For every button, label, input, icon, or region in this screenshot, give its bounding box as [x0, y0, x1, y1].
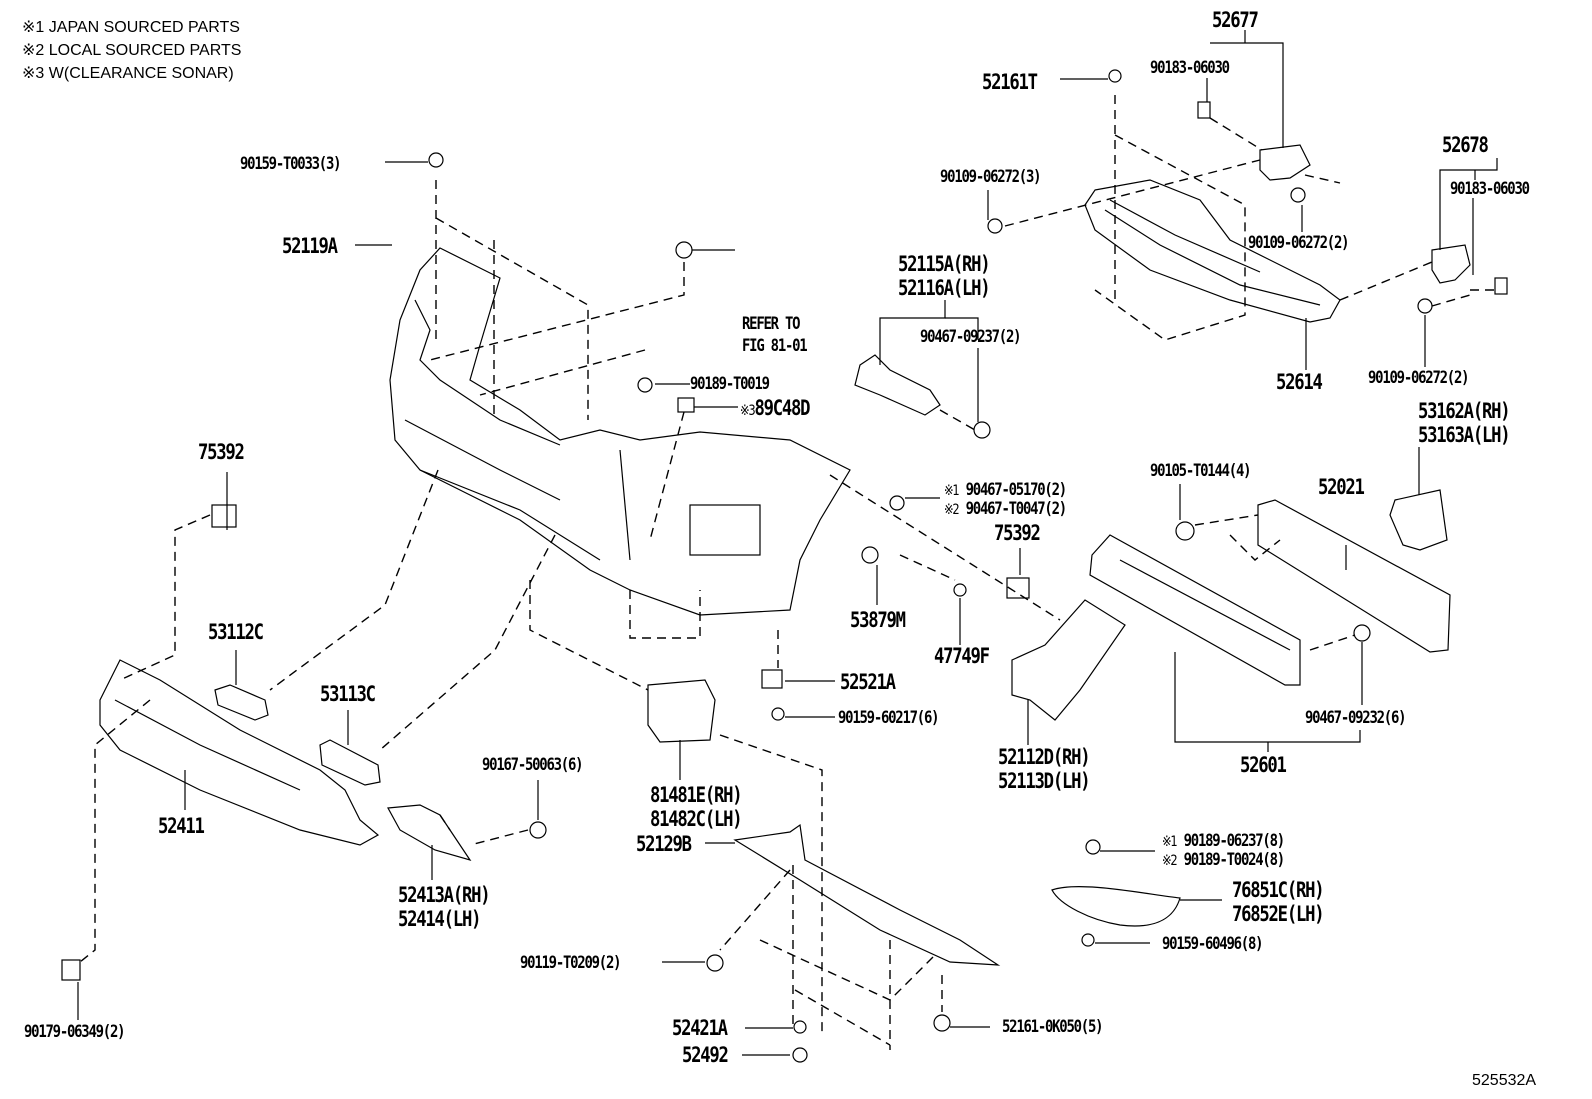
part-number: 90189-T0024(8) [1183, 850, 1286, 870]
callout-52119A[interactable]: 52119A [282, 234, 338, 258]
garnish-53112C [214, 684, 269, 721]
callout-52161-0K050[interactable]: 52161-0K050(5) [1002, 1017, 1104, 1037]
callout-52411[interactable]: 52411 [158, 814, 205, 838]
refer-fig-label[interactable]: FIG 81-01 [742, 336, 808, 356]
leader-lines [77, 30, 1498, 1056]
part-number: 90467-05170(2) [965, 480, 1068, 500]
callout-90467-09237[interactable]: 90467-09237(2) [920, 327, 1022, 347]
callout-90159-T0033[interactable]: 90159-T0033(3) [240, 154, 342, 174]
callout-52601[interactable]: 52601 [1240, 753, 1287, 777]
callout-52129B[interactable]: 52129B [636, 832, 692, 856]
grille-support-52614 [1084, 179, 1341, 323]
part-number: 89C48D [754, 396, 810, 420]
bracket-53162A [1389, 489, 1448, 551]
garnish-53113C [319, 739, 381, 786]
callout-90189-T0019[interactable]: 90189-T0019 [690, 374, 770, 394]
callout-52614[interactable]: 52614 [1276, 370, 1323, 394]
callout-52492[interactable]: 52492 [682, 1043, 729, 1067]
callout-90467-T0047[interactable]: ※2 90467-T0047(2) [944, 498, 1068, 521]
part-number: 90189-06237(8) [1183, 831, 1286, 851]
callout-52413A[interactable]: 52413A(RH) [398, 883, 491, 907]
callout-90467-09232[interactable]: 90467-09232(6) [1305, 708, 1407, 728]
callout-90189-T0024[interactable]: ※2 90189-T0024(8) [1162, 849, 1286, 872]
callout-75392-left[interactable]: 75392 [198, 440, 245, 464]
callout-52116A[interactable]: 52116A(LH) [898, 276, 991, 300]
callout-90183-06030-a[interactable]: 90183-06030 [1150, 58, 1230, 78]
note-mark: ※1 [22, 19, 45, 36]
callout-90109-06272-2b[interactable]: 90109-06272(2) [1368, 368, 1470, 388]
callout-90159-60496[interactable]: 90159-60496(8) [1162, 934, 1264, 954]
callout-81482C[interactable]: 81482C(LH) [650, 807, 743, 831]
bumper-reinforcement-52119A [389, 247, 851, 616]
sonar-cover-81481E [647, 679, 716, 743]
bracket-52678 [1431, 244, 1471, 284]
spoiler-52413A [387, 804, 472, 862]
note-clearance-sonar: ※3 W(CLEARANCE SONAR) [22, 62, 234, 85]
callout-53112C[interactable]: 53112C [208, 620, 264, 644]
footnote-mark: ※1 [944, 483, 960, 499]
callout-52113D[interactable]: 52113D(LH) [998, 769, 1091, 793]
callout-90105-T0144[interactable]: 90105-T0144(4) [1150, 461, 1252, 481]
footnote-mark: ※3 [740, 403, 756, 419]
callout-76852E[interactable]: 76852E(LH) [1232, 902, 1325, 926]
callout-89C48D[interactable]: ※389C48D [740, 396, 811, 423]
callout-52521A[interactable]: 52521A [840, 670, 896, 694]
callout-90159-60217[interactable]: 90159-60217(6) [838, 708, 940, 728]
energy-absorber-52601 [1089, 534, 1301, 686]
note-text: LOCAL SOURCED PARTS [48, 42, 242, 59]
callout-90109-06272-2a[interactable]: 90109-06272(2) [1248, 233, 1350, 253]
assembly-lines [79, 95, 1495, 1050]
callout-90189-06237[interactable]: ※1 90189-06237(8) [1162, 830, 1286, 853]
callout-81481E[interactable]: 81481E(RH) [650, 783, 743, 807]
bracket-52677 [1259, 144, 1311, 181]
note-mark: ※3 [22, 65, 45, 82]
callout-47749F[interactable]: 47749F [934, 644, 990, 668]
callout-75392-right[interactable]: 75392 [994, 521, 1041, 545]
under-cover-52129B [733, 823, 1001, 966]
callout-90167-50063[interactable]: 90167-50063(6) [482, 755, 584, 775]
footnote-mark: ※1 [1162, 834, 1178, 850]
note-japan-sourced: ※1 JAPAN SOURCED PARTS [22, 16, 240, 39]
callout-53163A[interactable]: 53163A(LH) [1418, 423, 1511, 447]
callout-53879M[interactable]: 53879M [850, 608, 906, 632]
callout-52112D[interactable]: 52112D(RH) [998, 745, 1091, 769]
callout-52677[interactable]: 52677 [1212, 8, 1259, 32]
callout-76851C[interactable]: 76851C(RH) [1232, 878, 1325, 902]
footnote-mark: ※2 [944, 502, 960, 518]
callout-52421A[interactable]: 52421A [672, 1016, 728, 1040]
callout-53162A[interactable]: 53162A(RH) [1418, 399, 1511, 423]
moulding-76851C [1051, 886, 1181, 927]
refer-to-label[interactable]: REFER TO [742, 314, 801, 334]
bracket-52115A [854, 354, 941, 416]
footnote-mark: ※2 [1162, 853, 1178, 869]
bumper-extension-52021 [1257, 499, 1451, 653]
callout-53113C[interactable]: 53113C [320, 682, 376, 706]
callout-90119-T0209[interactable]: 90119-T0209(2) [520, 953, 622, 973]
callout-52115A[interactable]: 52115A(RH) [898, 252, 991, 276]
lower-bumper-52411 [99, 659, 380, 846]
seal-52112D [1011, 599, 1126, 721]
callout-90467-05170[interactable]: ※1 90467-05170(2) [944, 479, 1068, 502]
note-mark: ※2 [22, 42, 45, 59]
callout-90179-06349[interactable]: 90179-06349(2) [24, 1022, 126, 1042]
callout-52678[interactable]: 52678 [1442, 133, 1489, 157]
figure-number: 525532A [1472, 1072, 1537, 1089]
note-local-sourced: ※2 LOCAL SOURCED PARTS [22, 39, 241, 62]
callout-52021[interactable]: 52021 [1318, 475, 1365, 499]
callout-90183-06030-b[interactable]: 90183-06030 [1450, 179, 1530, 199]
callout-90109-06272-3[interactable]: 90109-06272(3) [940, 167, 1042, 187]
note-text: W(CLEARANCE SONAR) [48, 65, 234, 82]
callout-52414[interactable]: 52414(LH) [398, 907, 481, 931]
note-text: JAPAN SOURCED PARTS [48, 19, 240, 36]
part-number: 90467-T0047(2) [965, 499, 1068, 519]
callout-52161T[interactable]: 52161T [982, 70, 1038, 94]
